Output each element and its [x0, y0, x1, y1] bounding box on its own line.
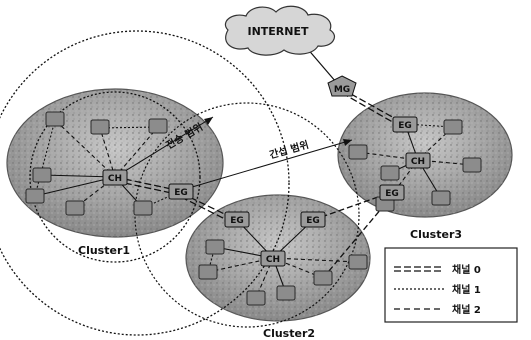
legend-item-channel-2: 채널 2: [394, 303, 481, 316]
interference-arrowhead: [343, 139, 352, 146]
sensor-nodes: [25, 111, 482, 306]
svg-text:EG: EG: [174, 188, 188, 198]
svg-text:EG: EG: [230, 216, 244, 226]
edge-gateway-node-3b: EG: [379, 184, 405, 201]
svg-text:EG: EG: [306, 216, 320, 226]
cluster2-range-circle: [134, 102, 360, 328]
edge-gateway-node-3a: EG: [392, 116, 418, 133]
legend-item-channel-1: 채널 1: [394, 283, 481, 296]
transmission-range-circle: [29, 91, 201, 263]
legend-item-channel-0: 채널 0: [394, 263, 481, 276]
cluster-3-label: Cluster3: [410, 228, 462, 241]
svg-text:채널 0: 채널 0: [452, 263, 481, 276]
internet-cloud: INTERNET: [224, 5, 335, 56]
mesh-gateway-node: MG: [327, 75, 357, 97]
svg-text:CH: CH: [108, 174, 122, 184]
svg-text:EG: EG: [385, 189, 399, 199]
svg-text:채널 1: 채널 1: [452, 283, 481, 296]
interference-range-circle: [0, 30, 290, 336]
svg-text:EG: EG: [398, 121, 412, 131]
edge-gateway-node-1: EG: [168, 183, 194, 200]
edge-gateway-node-2a: EG: [224, 211, 250, 228]
svg-text:INTERNET: INTERNET: [247, 25, 309, 38]
transmission-arrowhead: [204, 117, 213, 125]
cluster-head-node-3: CH: [405, 152, 431, 169]
interference-range-arrow: [181, 139, 353, 191]
svg-text:채널 2: 채널 2: [452, 303, 481, 316]
svg-text:CH: CH: [266, 255, 280, 265]
cluster-1-area: [6, 88, 224, 238]
cluster-2-label: Cluster2: [263, 327, 315, 340]
interference-range-label: 간섭 범위: [268, 138, 310, 162]
svg-text:CH: CH: [411, 157, 425, 167]
transmission-range-arrow: [116, 116, 214, 177]
cluster-1-label: Cluster1: [78, 244, 130, 257]
svg-text:MG: MG: [334, 85, 350, 95]
legend: 채널 0 채널 1 채널 2: [384, 247, 518, 323]
cluster-head-node-2: CH: [260, 250, 286, 267]
cluster-head-node-1: CH: [102, 169, 128, 186]
edge-gateway-node-2b: EG: [300, 211, 326, 228]
